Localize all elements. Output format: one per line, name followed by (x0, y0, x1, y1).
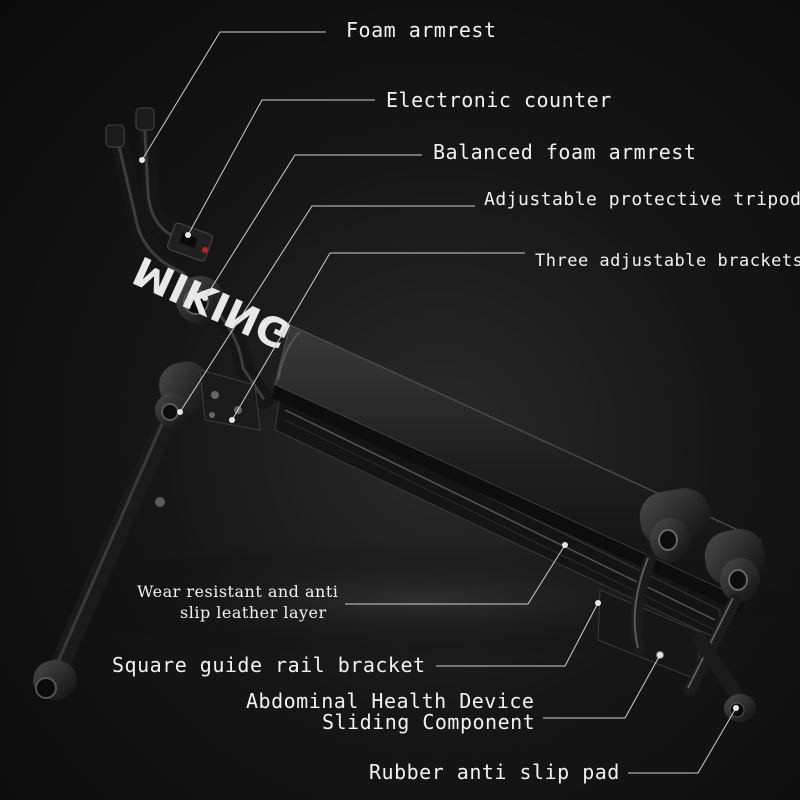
bench-pad: MIKING (127, 246, 761, 612)
label-adjustable-tripod: Adjustable protective tripod (484, 189, 800, 210)
label-rubber-pad: Rubber anti slip pad (369, 760, 620, 784)
label-leather-line2: slip leather layer (180, 603, 327, 622)
label-sliding-line1: Abdominal Health Device (246, 689, 535, 713)
callout-leaders (139, 31, 739, 774)
balanced-foam-roller (176, 276, 224, 324)
label-three-brackets: Three adjustable brackets (535, 251, 800, 271)
leg-bolt (155, 497, 165, 507)
handle-grip-right (135, 107, 155, 131)
label-foam-armrest: Foam armrest (346, 18, 497, 42)
rubber-foot-left (33, 660, 77, 700)
label-electronic-counter: Electronic counter (386, 88, 612, 112)
counter-button (202, 247, 208, 253)
electronic-counter-device (167, 222, 213, 262)
handle-grip-left (105, 124, 125, 148)
label-balanced-foam-armrest: Balanced foam armrest (433, 140, 697, 164)
front-leg (693, 633, 756, 722)
foot-rollers (630, 488, 766, 696)
tripod-foam-roller (155, 361, 211, 427)
label-leather-line1: Wear resistant and anti (137, 582, 339, 601)
label-sliding-line2: Sliding Component (322, 710, 536, 734)
bench-brand-text: MIKING (127, 246, 298, 357)
label-guide-rail: Square guide rail bracket (112, 653, 426, 677)
